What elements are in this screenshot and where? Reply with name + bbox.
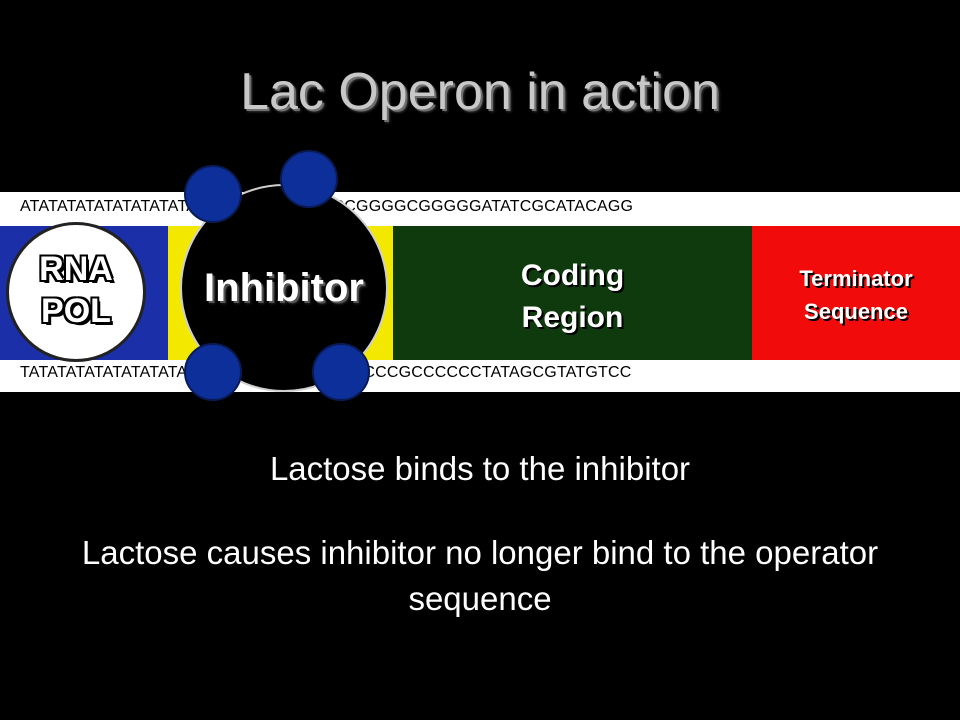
dna-bottom-strand: TATATATATATATATATATATACTACCCCCCGGCCCCGCC… — [0, 358, 960, 392]
rna-polymerase-circle — [6, 222, 146, 362]
caption-line-2: Lactose causes inhibitor no longer bind … — [81, 534, 879, 617]
terminator-segment — [752, 226, 960, 360]
terminator-label-line1: Terminator — [799, 266, 913, 291]
lactose-binding-site — [280, 150, 338, 208]
rna-pol-line1: RNA — [39, 250, 113, 288]
lactose-binding-site — [312, 343, 370, 401]
coding-label-line2: Region — [521, 301, 624, 334]
coding-region-label: Coding Region — [393, 255, 752, 339]
coding-label-line1: Coding — [520, 259, 625, 292]
caption-line-1: Lactose binds to the inhibitor — [269, 450, 691, 487]
terminator-label-line2: Sequence — [804, 299, 908, 324]
lactose-binding-site — [184, 165, 242, 223]
slide-title: Lac Operon in action — [240, 63, 720, 121]
terminator-label: Terminator Sequence — [752, 262, 960, 328]
inhibitor-label: Inhibitor — [204, 266, 364, 310]
dna-top-strand: ATATATATATATATATATATATGATGGGGGGCCGGGGCGG… — [0, 192, 960, 226]
lactose-binding-site — [184, 343, 242, 401]
rna-polymerase-label: RNA POL — [6, 248, 146, 332]
rna-pol-line2: POL — [41, 292, 111, 330]
coding-region-segment — [393, 226, 752, 360]
